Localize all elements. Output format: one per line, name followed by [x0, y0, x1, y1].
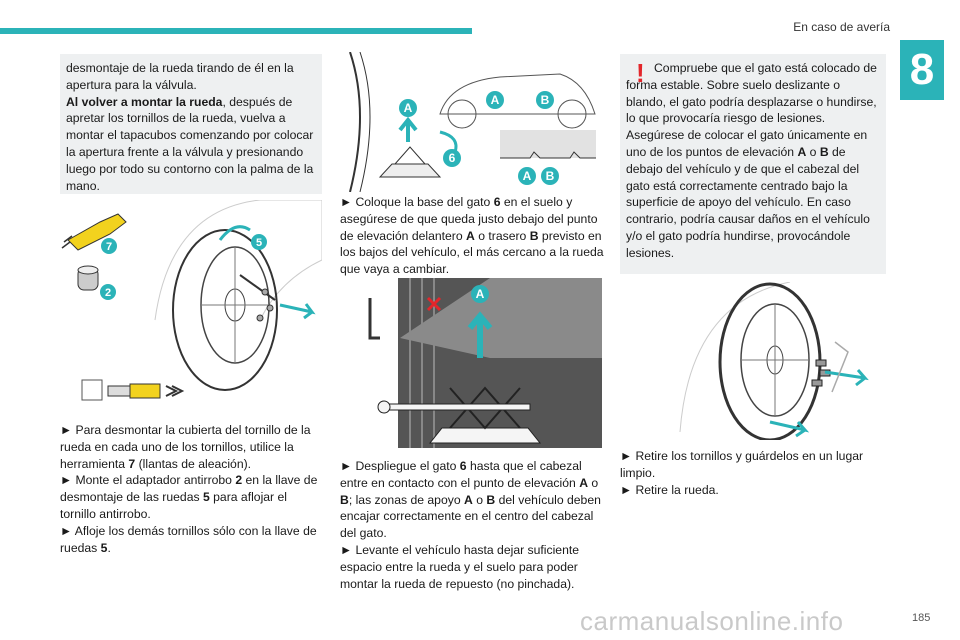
wheel-illustration	[154, 199, 323, 391]
label-A-car: A	[491, 93, 500, 107]
section-title: En caso de avería	[793, 20, 890, 34]
col3-steps: ► Retire los tornillos y guárdelos en un…	[620, 448, 886, 498]
info-bold: Al volver a montar la rueda	[66, 94, 223, 109]
info-box-text: desmontaje de la rueda tirando de él en …	[66, 60, 318, 194]
wheel-removal-illustration	[718, 282, 822, 442]
info-rest: , después de apretar los tornillos de la…	[66, 94, 314, 193]
label-5: 5	[256, 237, 262, 249]
step-mount-adapter: ► Monte el adaptador antirrobo	[60, 473, 236, 488]
warning-paragraph-1: Compruebe que el gato está colocado de f…	[626, 61, 877, 126]
adapter-2-illustration	[77, 265, 99, 291]
step-remove-covers: ► Para desmontar la cubierta del tornill…	[60, 423, 311, 471]
adapter-inset-illustration	[81, 379, 185, 401]
tire-tread-illustration	[409, 278, 435, 448]
step-raise-jack: ► Despliegue el gato	[340, 459, 460, 473]
jack-illustration	[378, 146, 442, 178]
step-lift-vehicle: ► Levante el vehículo hasta dejar sufici…	[340, 542, 580, 591]
page-number: 185	[912, 612, 931, 624]
col1-instructions: ► Para desmontar la cubierta del tornill…	[60, 423, 318, 555]
step-place-jack: ► Coloque la base del gato	[340, 195, 494, 209]
label-A-raise: A	[476, 287, 485, 301]
label-7: 7	[106, 241, 112, 253]
warning-text: Compruebe que el gato está colocado de f…	[626, 60, 880, 262]
scissor-jack-illustration	[377, 386, 542, 444]
tool-7-illustration	[61, 213, 127, 251]
label-2: 2	[105, 287, 111, 299]
label-A-under: A	[523, 169, 532, 183]
car-side-illustration	[439, 73, 596, 129]
info-box	[60, 54, 322, 194]
info-line-1: desmontaje de la rueda tirando de él en …	[66, 61, 294, 92]
step-loosen-bolts: ► Afloje los demás tornillos sólo con la…	[60, 523, 317, 555]
chapter-number: 8	[900, 40, 944, 100]
header-accent-bar	[0, 28, 472, 34]
warning-paragraph-2: Asegúrese de colocar el gato únicamente …	[626, 128, 868, 159]
label-B-under: B	[546, 169, 555, 183]
label-B-car: B	[541, 93, 550, 107]
step-store-bolts: ► Retire los tornillos y guárdelos en un…	[620, 449, 864, 480]
col2-step1: ► Coloque la base del gato 6 en el suelo…	[340, 195, 604, 277]
warning-box	[620, 54, 886, 274]
warning-icon: !	[636, 58, 645, 88]
watermark: carmanualsonline.info	[580, 606, 844, 636]
figure-jack-raise: A	[340, 278, 602, 448]
tire-illustration	[349, 51, 371, 193]
figure-hubcap-tools: 7 2 5	[60, 199, 323, 405]
figure-jack-points: A B A 6 A B	[340, 51, 602, 193]
label-A-jack: A	[404, 101, 413, 115]
label-6: 6	[449, 151, 456, 165]
step-remove-wheel: ► Retire la rueda.	[620, 482, 719, 497]
underbody-illustration	[500, 130, 596, 159]
col2-steps: ► Despliegue el gato 6 hasta que el cabe…	[340, 458, 604, 592]
figure-remove-wheel	[620, 281, 886, 442]
